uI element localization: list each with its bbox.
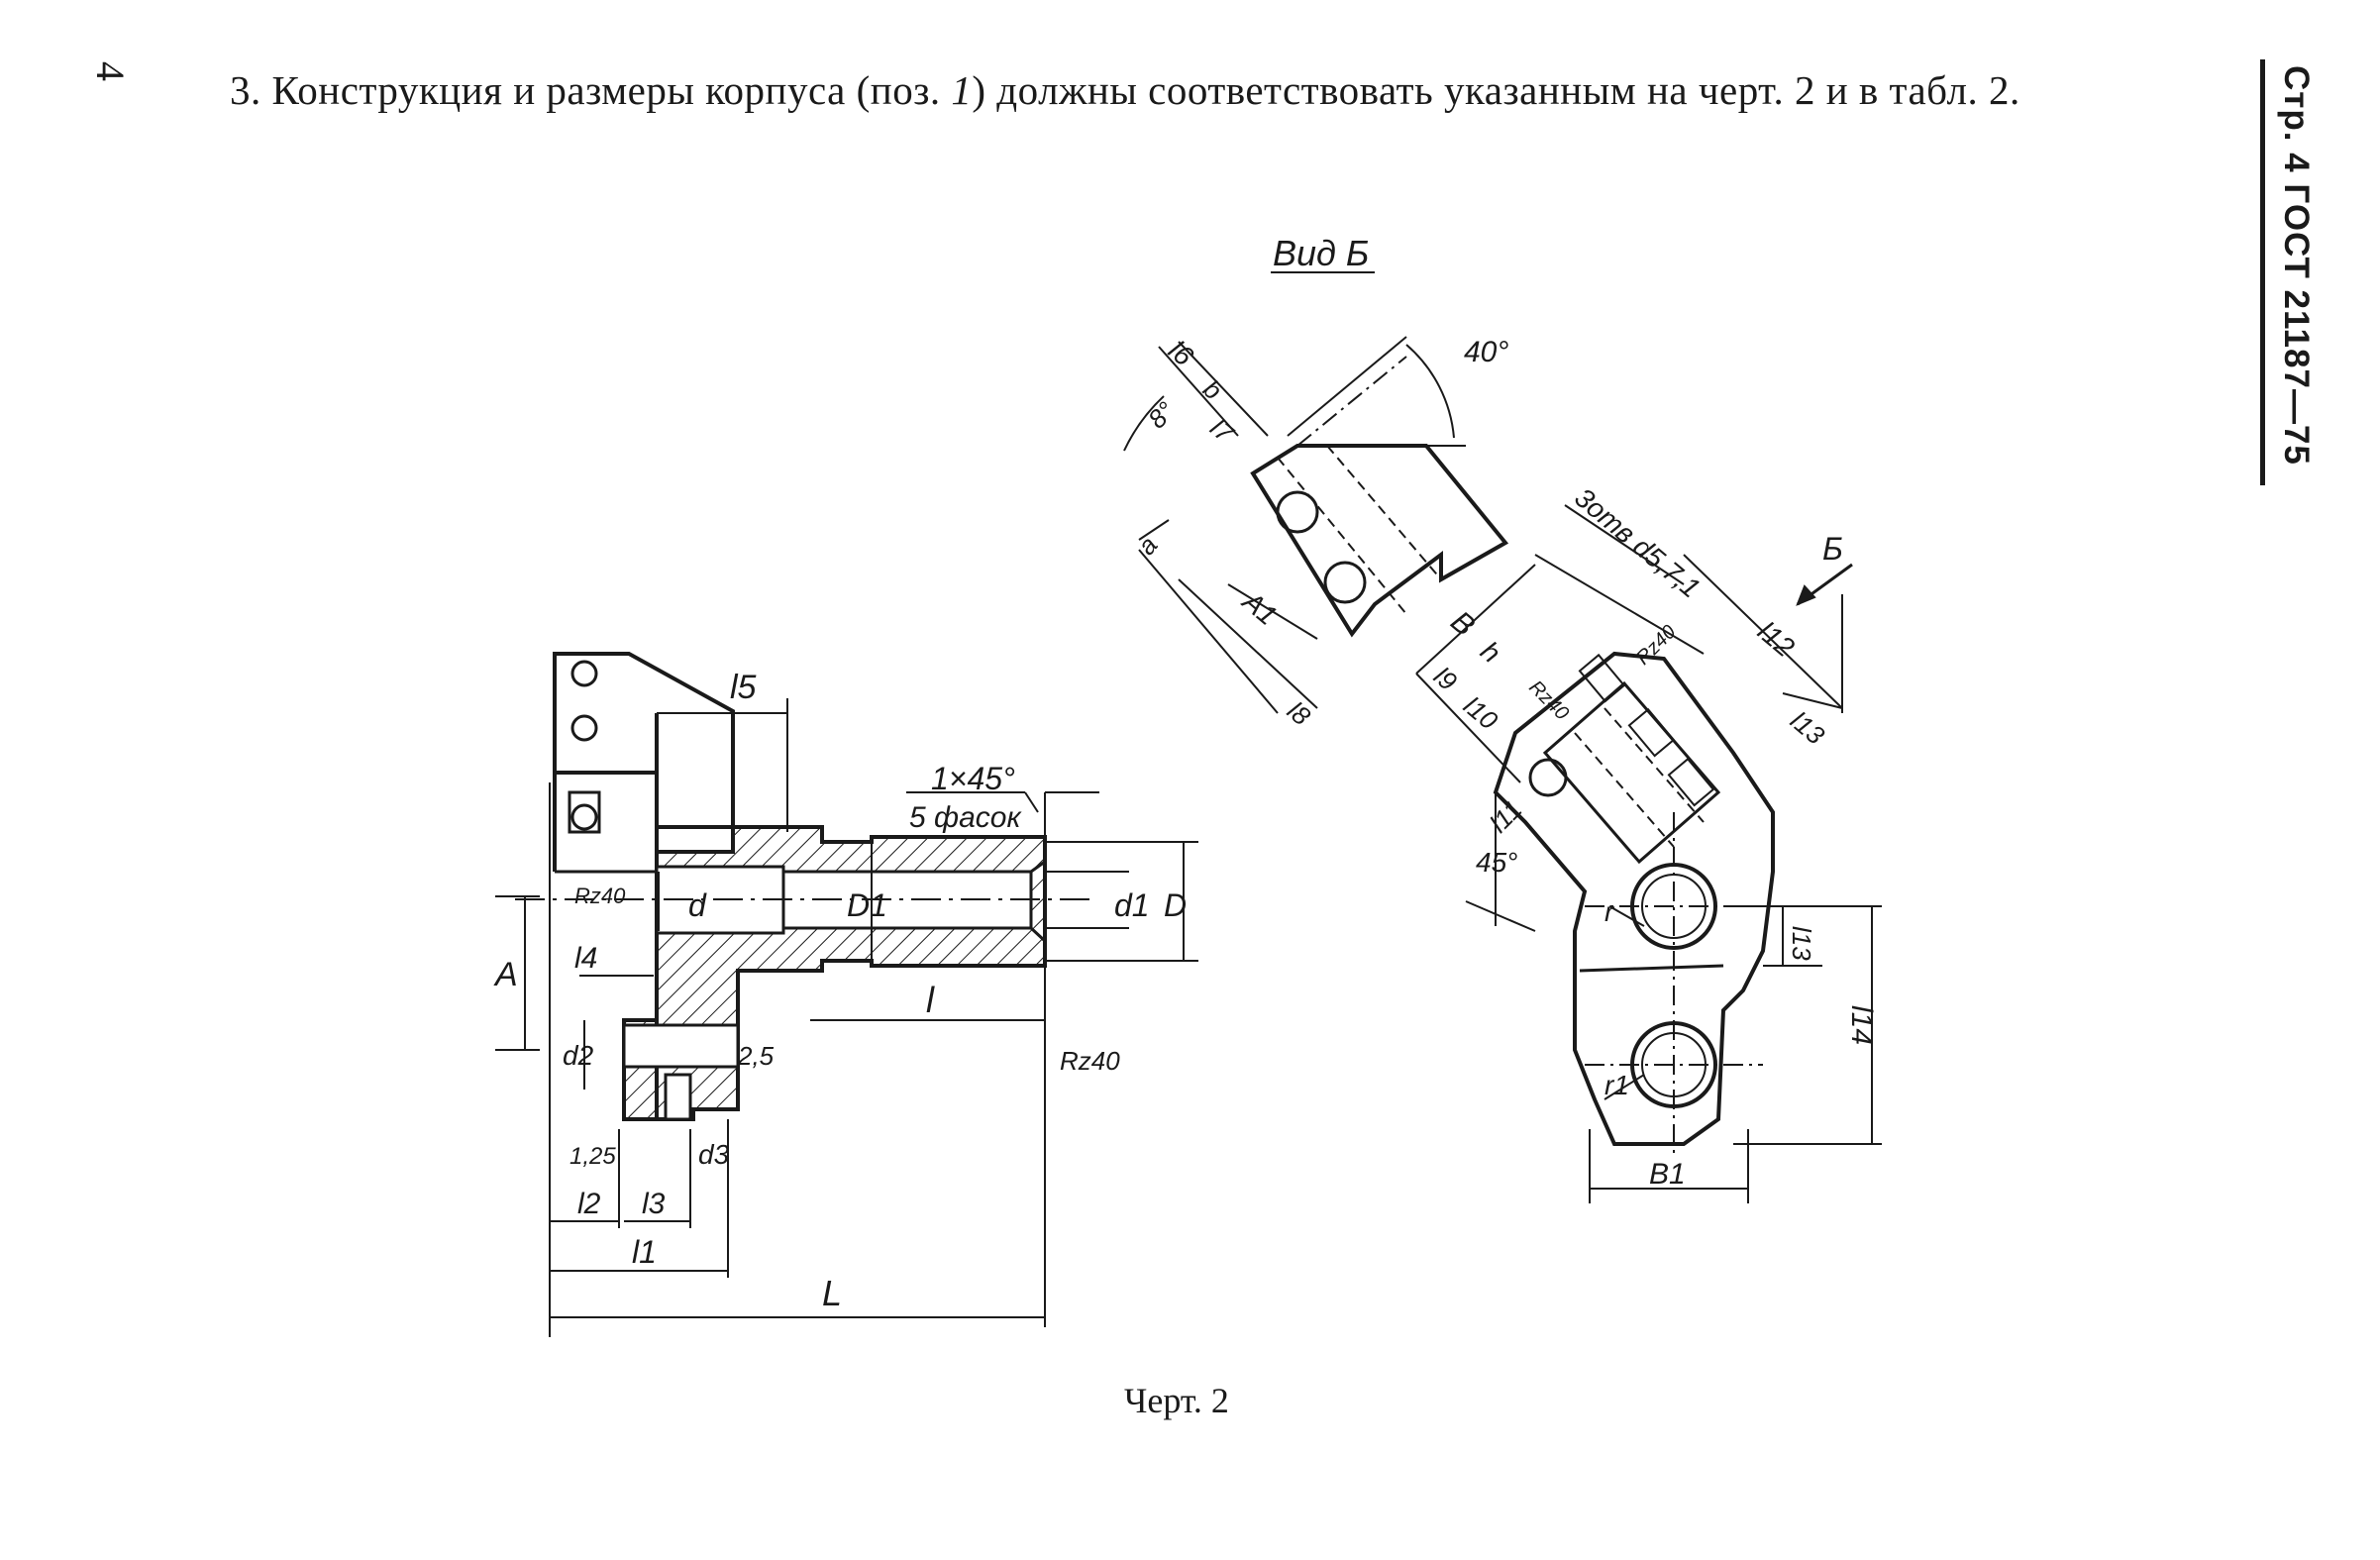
label-r: r: [1604, 896, 1615, 927]
label-D1: D1: [847, 887, 887, 923]
label-angle-8: 8°: [1142, 396, 1181, 435]
label-l10: l10: [1458, 690, 1503, 736]
label-l6: l6: [1163, 335, 1199, 372]
label-rz40-a: Rz40: [574, 884, 626, 908]
label-h: h: [1475, 635, 1506, 669]
label-A: A: [493, 956, 518, 993]
label-view-b: Вид Б: [1273, 233, 1369, 273]
label-rz40-b: Rz40: [1060, 1046, 1120, 1076]
label-D: D: [1164, 887, 1187, 923]
label-l14: l14: [1845, 1005, 1878, 1045]
label-roughness-125: 1,25: [569, 1143, 616, 1170]
label-B: B: [1444, 605, 1481, 643]
paragraph-lead: 3. Конструкция и размеры корпуса (поз.: [230, 67, 941, 113]
label-roughness-25: 2,5: [737, 1041, 775, 1071]
left-view-labels: 1×45° 5 фасок l5 l4 l L l1 l2 l3 d D1 d1…: [493, 669, 1187, 1313]
label-l13: l13: [1785, 705, 1830, 751]
label-l12: l12: [1752, 615, 1801, 663]
label-l8: l8: [1282, 695, 1316, 731]
label-B1: B1: [1649, 1158, 1686, 1191]
label-l: l: [926, 980, 935, 1020]
label-d: d: [688, 887, 707, 923]
label-l3: l3: [642, 1188, 666, 1220]
label-chamfer: 1×45°: [931, 761, 1015, 796]
figure-caption: Черт. 2: [1124, 1381, 1229, 1420]
label-A1: A1: [1236, 584, 1284, 631]
label-l1: l1: [632, 1234, 657, 1270]
paragraph-3: 3. Конструкция и размеры корпуса (поз. 1…: [168, 61, 2199, 119]
left-view: [495, 652, 1198, 1337]
label-angle-40: 40°: [1464, 336, 1508, 368]
label-l4: l4: [574, 942, 597, 975]
label-L: L: [822, 1273, 842, 1313]
paragraph-pos: 1: [951, 67, 973, 113]
label-d3: d3: [698, 1139, 730, 1170]
side-header: Стр. 4 ГОСТ 21187—75: [2277, 65, 2316, 466]
right-view-labels: Вид Б 40° 8° 45° l6 b l7 a A1 l8 B h l9 …: [1131, 233, 1878, 1191]
label-r1: r1: [1604, 1070, 1629, 1100]
paragraph-tail: ) должны соответствовать указанным на че…: [972, 67, 2020, 113]
label-rz40-d: Rz40: [1632, 621, 1681, 670]
label-l11: l11: [1484, 794, 1527, 838]
label-d1: d1: [1114, 887, 1150, 923]
label-angle-45: 45°: [1476, 847, 1517, 878]
label-l5: l5: [730, 669, 757, 706]
right-view: [1123, 271, 1882, 1203]
side-rule: [2260, 59, 2265, 485]
label-d2: d2: [563, 1040, 594, 1071]
label-l13b: l13: [1787, 926, 1816, 961]
label-chamfer-count: 5 фасок: [909, 801, 1022, 834]
label-arrow-b: Б: [1822, 531, 1843, 567]
label-l2: l2: [577, 1188, 601, 1220]
